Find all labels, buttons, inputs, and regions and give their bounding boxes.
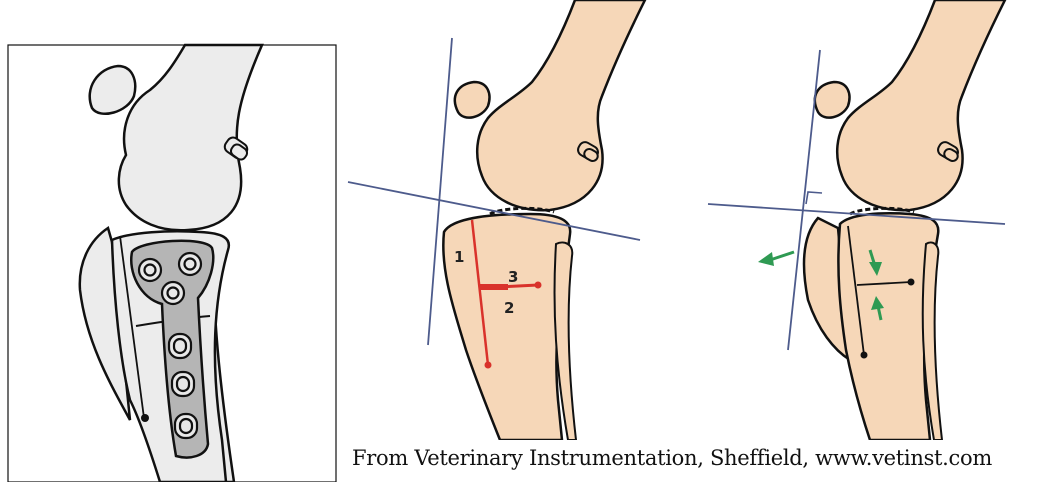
plate-diagram (0, 0, 340, 482)
force-diagram (700, 0, 1060, 440)
label-3: 3 (508, 268, 518, 286)
anchor-point (141, 414, 149, 422)
plate-diagram-panel (0, 0, 340, 482)
mechanical-axis-line (428, 38, 452, 345)
label-2: 2 (504, 299, 514, 317)
label-1: 1 (454, 248, 464, 266)
patella (815, 82, 850, 118)
right-angle-marker (806, 192, 822, 204)
force-diagram-panel (700, 0, 1060, 440)
femur (837, 0, 1005, 210)
patella (455, 82, 490, 118)
femur (477, 0, 645, 210)
measurement-diagram-panel: 1 3 2 (340, 0, 700, 440)
source-caption: From Veterinary Instrumentation, Sheffie… (352, 446, 1057, 470)
measurement-diagram: 1 3 2 (340, 0, 700, 440)
